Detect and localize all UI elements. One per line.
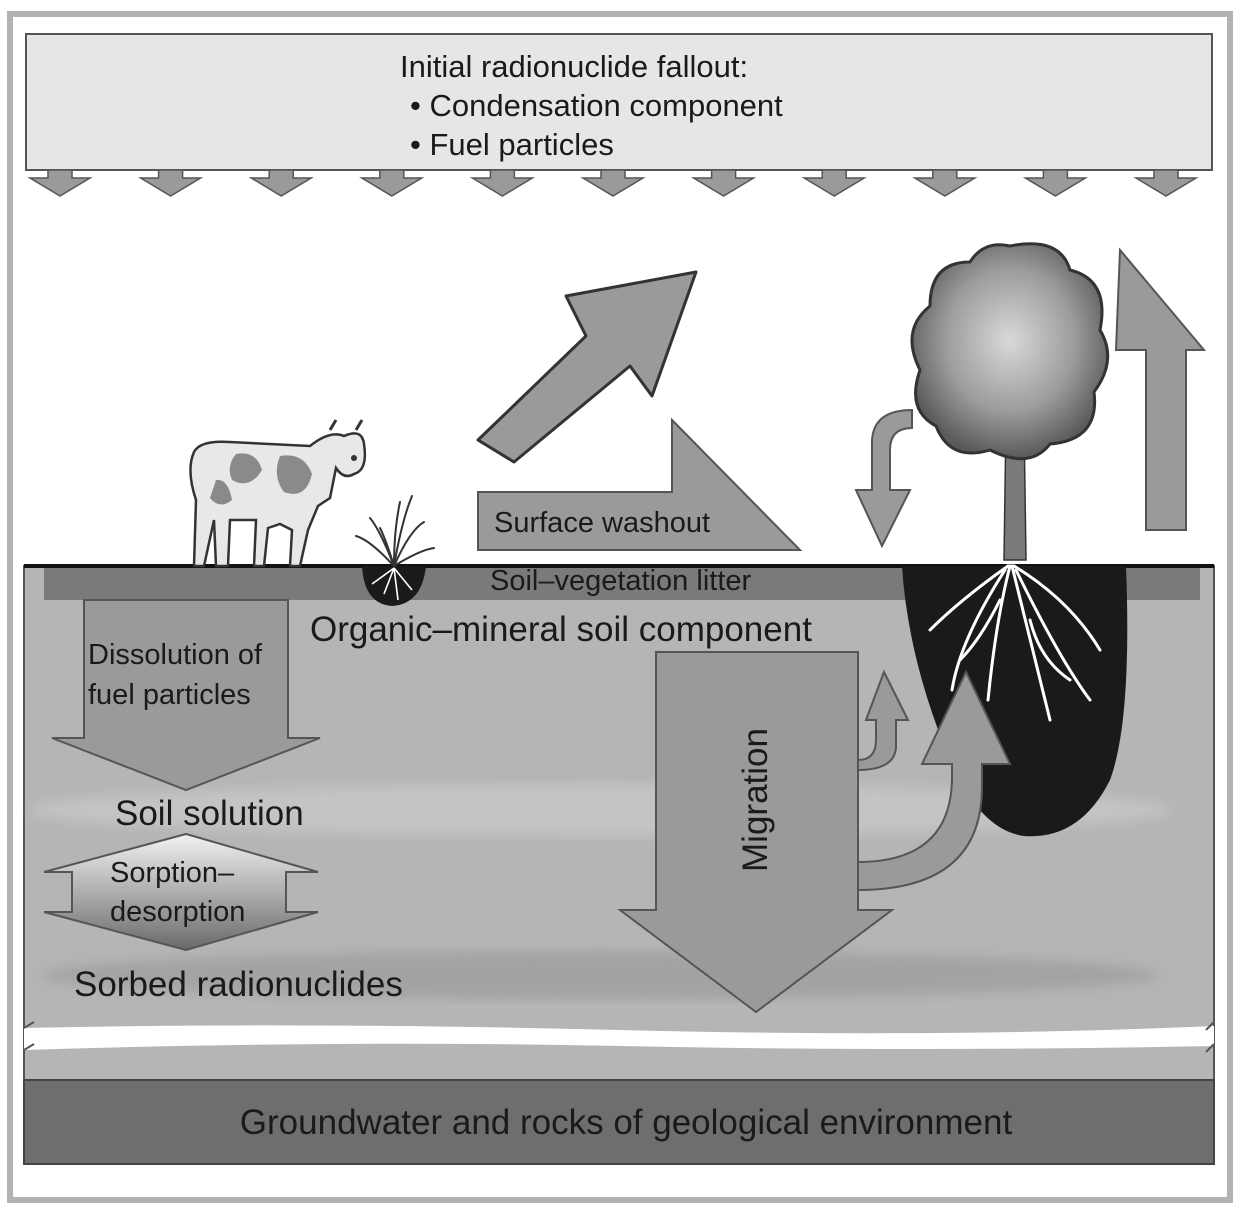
tree-emission-arrow [1114, 247, 1207, 531]
tree-roots [928, 564, 1102, 722]
migration-label: Migration [736, 728, 775, 872]
tree-icon [910, 242, 1110, 561]
resuspension-arrow [476, 270, 698, 464]
fallout-arrow [580, 169, 646, 197]
soil-solution-band [30, 784, 1170, 836]
migration-arrow [617, 651, 895, 1014]
fallout-arrow [1133, 169, 1199, 197]
sorption-label-2: desorption [110, 896, 245, 928]
soil-solution-label: Soil solution [115, 794, 304, 833]
fallout-arrow [801, 169, 867, 197]
fallout-item-fuel: • Fuel particles [410, 127, 614, 162]
fallout-arrow [137, 169, 204, 197]
section-break [24, 1025, 1214, 1050]
grass-root-ball [362, 566, 426, 606]
fallout-arrow [27, 169, 93, 197]
groundwater-label: Groundwater and rocks of geological envi… [240, 1103, 1013, 1142]
fallout-arrow [690, 169, 757, 197]
groundwater-box [23, 1079, 1215, 1165]
leaf-fall-arrow [854, 408, 913, 549]
break-mark-right [1205, 1021, 1215, 1053]
sorbed-band [40, 951, 1160, 999]
grass-icon [355, 495, 435, 567]
dissolution-arrow [51, 599, 321, 792]
cow-icon [189, 419, 367, 568]
fallout-title: Initial radionuclide fallout: [400, 49, 748, 84]
root-uptake-arrow-small [857, 669, 910, 772]
root-uptake-arrow-large [857, 669, 1012, 892]
dissolution-label-1: Dissolution of [88, 639, 263, 671]
sorbed-label: Sorbed radionuclides [74, 965, 403, 1004]
dissolution-label-2: fuel particles [88, 679, 251, 711]
litter-label: Soil–vegetation litter [490, 565, 751, 597]
break-mark-left [23, 1021, 35, 1051]
fallout-arrow [469, 169, 536, 197]
fallout-arrow [912, 169, 978, 197]
grass-roots [371, 567, 413, 601]
fallout-arrow [359, 169, 425, 197]
fallout-arrows [27, 169, 1199, 197]
fallout-arrow [248, 169, 314, 197]
surface-washout-label: Surface washout [494, 507, 710, 539]
fallout-arrow [1022, 169, 1089, 197]
surface-washout-arrow [477, 417, 803, 551]
sorption-desorption-arrow [43, 832, 319, 952]
organic-mineral-label: Organic–mineral soil component [310, 610, 812, 649]
fallout-box [25, 33, 1213, 171]
fallout-item-condensation: • Condensation component [410, 88, 783, 123]
sorption-label-1: Sorption– [110, 857, 235, 889]
